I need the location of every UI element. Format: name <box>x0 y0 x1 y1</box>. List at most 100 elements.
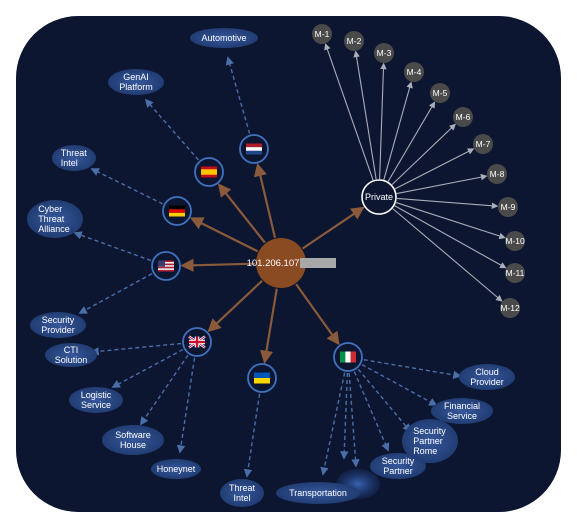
flag-stripe <box>158 262 174 264</box>
private-node-m1[interactable]: M-1 <box>312 24 332 44</box>
flag-stripe <box>158 265 174 267</box>
private-node-circle <box>374 43 394 63</box>
private-node-circle <box>473 134 493 154</box>
private-node-m12[interactable]: M-12 <box>500 298 520 318</box>
leaf-label: Service <box>447 411 477 421</box>
uk-flag-icon[interactable] <box>182 327 212 357</box>
private-node-m10[interactable]: M-10 <box>505 231 525 251</box>
edge-italy-financial_service <box>361 364 438 406</box>
germany-flag-icon[interactable] <box>162 196 192 226</box>
flag-stripe <box>254 372 270 378</box>
edge-private-m3 <box>379 62 387 180</box>
spain-flag-icon[interactable] <box>194 157 224 187</box>
center-ip-node[interactable]: 101.206.107 <box>247 238 336 288</box>
private-node-m3[interactable]: M-3 <box>374 43 394 63</box>
edge-center-usa <box>180 258 256 272</box>
leaf-label: Intel <box>61 158 78 168</box>
edge-private-m11 <box>394 205 507 269</box>
leaf-label: Intel <box>233 493 250 503</box>
private-node-m6[interactable]: M-6 <box>453 107 473 127</box>
flag-stripe <box>169 209 185 213</box>
edge-uk-cti_solution <box>90 342 182 356</box>
leaf-label: Software <box>115 430 151 440</box>
private-node-m2[interactable]: M-2 <box>344 31 364 51</box>
private-node-m4[interactable]: M-4 <box>404 62 424 82</box>
leaf-label: Threat <box>38 214 65 224</box>
flag-stripe <box>246 143 262 148</box>
flag-stripe <box>340 351 346 363</box>
private-node-circle <box>505 263 525 283</box>
flag-stripe <box>350 351 356 363</box>
private-node-m8[interactable]: M-8 <box>487 164 507 184</box>
private-node-m5[interactable]: M-5 <box>430 83 450 103</box>
flag-stripe <box>158 268 174 270</box>
leaf-label: Alliance <box>38 224 70 234</box>
private-node-circle <box>344 31 364 51</box>
leaf-node-shape <box>108 69 164 95</box>
leaf-node-shape <box>370 453 426 479</box>
leaf-node-shape <box>402 419 458 463</box>
private-node-label: M-4 <box>407 67 422 77</box>
flag-cross <box>189 340 205 344</box>
leaf-node-shape <box>45 343 97 367</box>
leaf-label: Cloud <box>475 367 499 377</box>
edge-spain-genai <box>144 98 199 161</box>
flag-stripe <box>158 266 174 269</box>
private-node-label: M-6 <box>456 112 471 122</box>
private-node-circle <box>404 62 424 82</box>
private-node-label: M-9 <box>501 202 516 212</box>
private-node-label: M-8 <box>490 169 505 179</box>
leaf-label: Threat <box>61 148 88 158</box>
netherlands-flag-icon[interactable] <box>239 134 269 164</box>
flag-stripe <box>246 147 262 151</box>
flag-stripe <box>345 351 351 363</box>
private-node-label: M-5 <box>433 88 448 98</box>
leaf-label: Partner <box>413 436 443 446</box>
usa-flag-icon[interactable] <box>151 251 181 281</box>
leaf-node-shape <box>30 312 86 338</box>
leaf-label: Logistic <box>81 390 112 400</box>
leaf-label: House <box>120 440 146 450</box>
private-node-m11[interactable]: M-11 <box>505 263 525 283</box>
private-hub-node[interactable]: Private <box>361 179 397 215</box>
private-node-label: M-2 <box>347 36 362 46</box>
leaf-label: CTI <box>64 345 79 355</box>
private-hub-circle <box>361 179 397 215</box>
italy-flag-icon[interactable] <box>333 342 363 372</box>
leaf-label: Financial <box>444 401 480 411</box>
leaf-node-automotive[interactable]: Automotive <box>190 28 258 48</box>
edge-private-m2 <box>353 50 377 180</box>
private-node-label: M-11 <box>506 268 525 278</box>
private-node-label: M-1 <box>315 29 330 39</box>
leaf-label: GenAI <box>123 72 149 82</box>
leaf-label: Honeynet <box>157 464 196 474</box>
leaf-node-shape <box>69 387 123 413</box>
private-node-circle <box>453 107 473 127</box>
edge-italy-cloud_provider <box>363 358 462 380</box>
private-node-circle <box>500 298 520 318</box>
private-node-m7[interactable]: M-7 <box>473 134 493 154</box>
leaf-label: Cyber <box>38 204 62 214</box>
edge-private-m1 <box>324 43 374 181</box>
edge-center-ukraine <box>259 288 278 364</box>
edge-italy-security_partner <box>353 371 390 452</box>
leaf-label: Security <box>413 426 446 436</box>
leaf-node-transportation[interactable]: Transportation <box>276 482 360 504</box>
edge-center-italy <box>295 283 340 346</box>
flag-stripe <box>158 269 174 272</box>
ukraine-flag-icon[interactable] <box>247 363 277 393</box>
private-node-m9[interactable]: M-9 <box>498 197 518 217</box>
leaf-node-honeynet[interactable]: Honeynet <box>151 459 201 479</box>
